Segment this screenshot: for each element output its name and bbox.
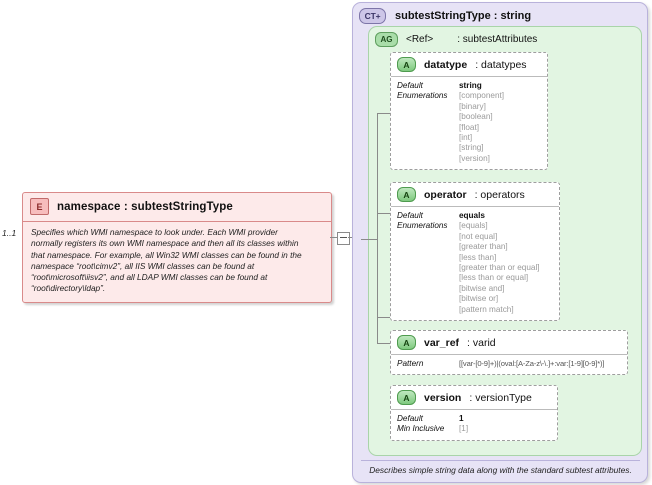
facet-row: Default 1 xyxy=(397,414,551,424)
attribute-name: version xyxy=(424,391,462,404)
tree-stem xyxy=(361,239,377,240)
facet-row: Default equals xyxy=(397,211,553,221)
attributegroup-ref: <Ref> xyxy=(406,34,434,45)
facet-label: Pattern xyxy=(397,359,424,368)
connector-line-left xyxy=(330,237,337,238)
attribute-header: A var_ref : varid xyxy=(391,331,627,355)
collapse-toggle-icon[interactable] xyxy=(337,232,350,245)
attribute-type: : versionType xyxy=(469,391,532,404)
tree-branch-version xyxy=(377,343,391,344)
facet-value: equals xyxy=(459,211,485,220)
cardinality-label: 1..1 xyxy=(2,228,17,238)
facet-value: [[var-[0-9]+)|(oval:[A-Za-z\-\.]+:var:[1… xyxy=(459,359,605,368)
attribute-facets: Default equals Enumerations [equals] [no… xyxy=(391,207,559,320)
facet-row: Default string xyxy=(397,81,541,91)
tree-branch-datatype xyxy=(377,113,391,114)
element-title: namespace : subtestStringType xyxy=(57,200,233,213)
complextype-caption: Describes simple string data along with … xyxy=(361,460,640,475)
enum-item: [boolean] xyxy=(459,112,493,122)
facet-label: Default xyxy=(397,211,423,220)
attributegroup-icon: AG xyxy=(375,32,398,47)
element-documentation: Specifies which WMI namespace to look un… xyxy=(31,227,302,294)
attribute-facets: Default string Enumerations [component] … xyxy=(391,77,547,169)
facet-row: Enumerations [equals] xyxy=(397,221,553,231)
attribute-name: operator xyxy=(424,188,467,201)
attribute-type: : datatypes xyxy=(475,58,527,71)
tree-spine xyxy=(377,113,378,343)
attribute-box-varref[interactable]: A var_ref : varid Pattern [[var-[0-9]+)|… xyxy=(390,330,628,376)
attribute-header: A version : versionType xyxy=(391,386,557,410)
facet-label: Min Inclusive xyxy=(397,424,445,434)
enum-item: [bitwise and] xyxy=(459,283,505,293)
attribute-header: A datatype : datatypes xyxy=(391,53,547,77)
enum-item: [version] xyxy=(459,153,490,163)
complextype-header: CT+ subtestStringType : string xyxy=(359,8,531,24)
enum-item: [greater than or equal] xyxy=(459,263,540,273)
element-header: E namespace : subtestStringType xyxy=(23,193,331,222)
facet-label: Default xyxy=(397,414,423,423)
enum-item: [equals] xyxy=(459,221,488,231)
attribute-type: : operators xyxy=(474,188,525,201)
element-namespace-box[interactable]: E namespace : subtestStringType Specifie… xyxy=(22,192,332,303)
attribute-icon: A xyxy=(397,335,416,350)
tree-branch-operator xyxy=(377,213,391,214)
enum-item: [string] xyxy=(459,143,484,153)
attribute-box-datatype[interactable]: A datatype : datatypes Default string En… xyxy=(390,52,548,171)
attribute-name: datatype xyxy=(424,58,468,71)
attribute-icon: A xyxy=(397,187,416,202)
attributegroup-header: AG <Ref> : subtestAttributes xyxy=(375,32,537,47)
enumeration-list: [binary] [boolean] [float] [int] [string… xyxy=(459,102,541,164)
enum-item: [pattern match] xyxy=(459,304,514,314)
enumeration-list: [not equal] [greater than] [less than] [… xyxy=(459,232,553,315)
tree-branch-varref xyxy=(377,317,391,318)
enum-item: [component] xyxy=(459,91,505,101)
complextype-icon: CT+ xyxy=(359,8,386,24)
attribute-box-version[interactable]: A version : versionType Default 1 Min In… xyxy=(390,385,558,441)
enum-item: [bitwise or] xyxy=(459,294,499,304)
attribute-name: var_ref xyxy=(424,336,460,349)
attribute-box-operator[interactable]: A operator : operators Default equals En… xyxy=(390,182,560,322)
facet-value: 1 xyxy=(459,414,464,423)
facet-row: Enumerations [component] xyxy=(397,91,541,101)
facet-label: Enumerations xyxy=(397,221,448,231)
attribute-type: : varid xyxy=(467,336,496,349)
facet-row: Min Inclusive [1] xyxy=(397,424,551,434)
enum-item: [less than or equal] xyxy=(459,273,529,283)
attribute-facets: Default 1 Min Inclusive [1] xyxy=(391,410,557,440)
facet-label: Default xyxy=(397,81,423,90)
enum-item: [less than] xyxy=(459,252,497,262)
enum-item: [int] xyxy=(459,133,473,143)
facet-label: Enumerations xyxy=(397,91,448,101)
attribute-facets: Pattern [[var-[0-9]+)|(oval:[A-Za-z\-\.]… xyxy=(391,355,627,374)
attribute-icon: A xyxy=(397,57,416,72)
facet-row: Pattern [[var-[0-9]+)|(oval:[A-Za-z\-\.]… xyxy=(397,359,621,369)
attributegroup-type: : subtestAttributes xyxy=(457,34,538,45)
facet-value: string xyxy=(459,81,482,90)
facet-value: [1] xyxy=(459,424,469,434)
complextype-title: subtestStringType : string xyxy=(395,10,532,22)
enum-item: [binary] xyxy=(459,101,486,111)
attribute-header: A operator : operators xyxy=(391,183,559,207)
enum-item: [float] xyxy=(459,122,480,132)
enum-item: [not equal] xyxy=(459,231,498,241)
element-icon: E xyxy=(30,198,49,215)
attribute-icon: A xyxy=(397,390,416,405)
enum-item: [greater than] xyxy=(459,242,508,252)
